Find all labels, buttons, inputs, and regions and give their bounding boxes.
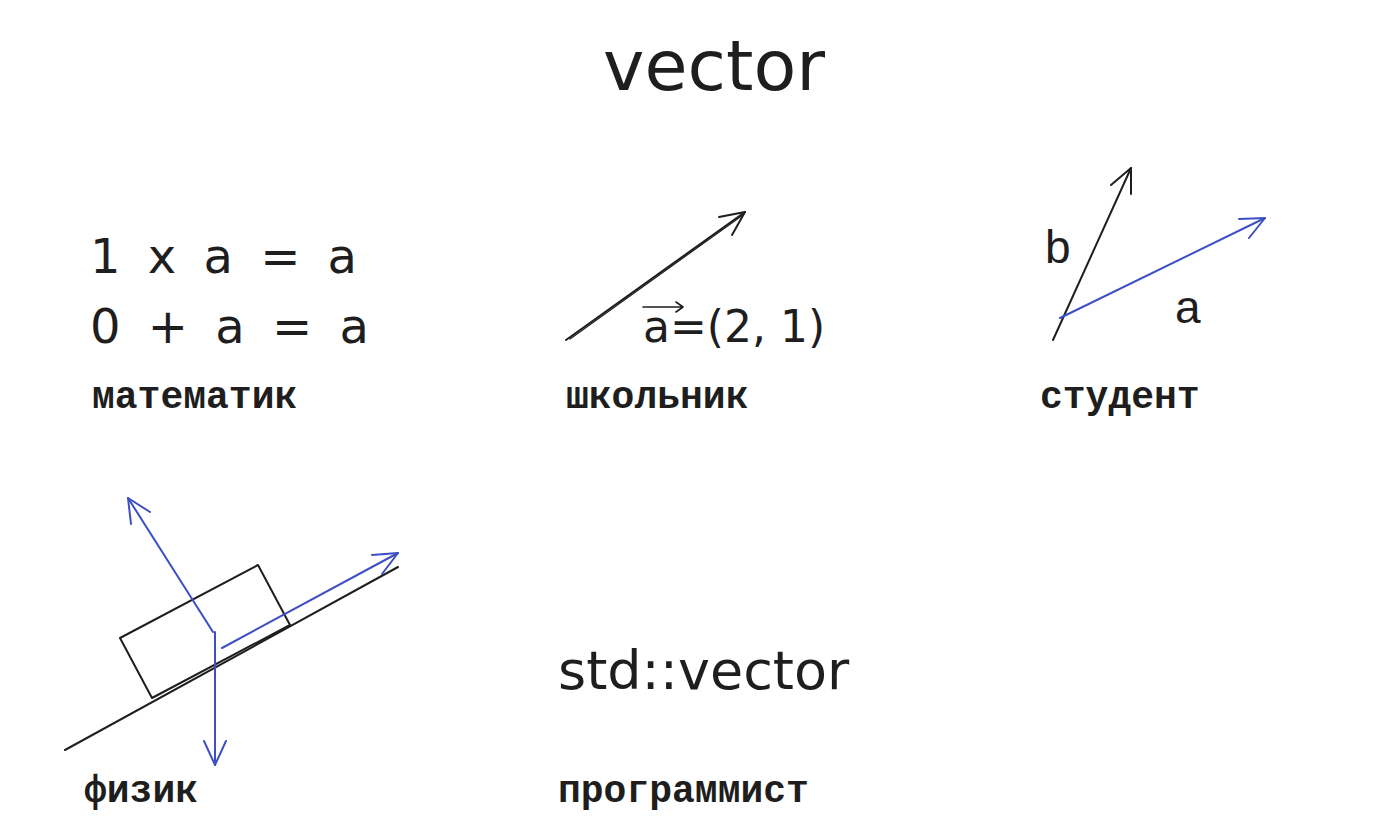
caption: программист [558,773,809,811]
caption-slot: школьник [566,379,748,417]
arrow-head [719,212,745,235]
friction-head [372,553,398,574]
gravity-head [204,741,226,765]
caption: физик [84,773,198,811]
caption-slot: программист [558,773,809,811]
math-axiom-slot: 1 x a = a [90,232,357,280]
code-text: std::vector [558,644,849,698]
code-text-slot: std::vector [558,644,849,698]
vector-coordinates: a=(2, 1) [643,305,825,349]
title: vector [603,31,825,101]
friction-shaft [222,553,398,648]
math-axiom-slot: 0 + a = a [90,302,369,350]
arrow-head [1111,168,1131,194]
caption: студент [1040,379,1200,417]
vector-name-slot: b [1045,224,1071,270]
caption: математик [92,379,297,417]
force-arrows [128,498,398,765]
arrow-shaft [1060,218,1265,318]
arrow-head [1239,218,1265,238]
incline-figure [65,565,398,750]
caption-slot: студент [1040,379,1200,417]
vector-name: a [1175,284,1201,330]
caption-slot: физик [84,773,198,811]
caption: школьник [566,379,748,417]
vector-coordinates-slot: a=(2, 1) [643,305,825,349]
incline-surface [65,567,398,750]
normal-force-shaft [128,498,213,632]
gravity-shaft [214,632,216,765]
normal-force-head [128,498,150,524]
math-axiom: 0 + a = a [90,302,369,350]
caption-slot: математик [92,379,297,417]
vector-name: b [1045,224,1071,270]
block [120,565,290,698]
math-axiom: 1 x a = a [90,232,357,280]
title-slot: vector [603,31,825,101]
student-vector-a [1060,218,1265,318]
vector-name-slot: a [1175,284,1201,330]
